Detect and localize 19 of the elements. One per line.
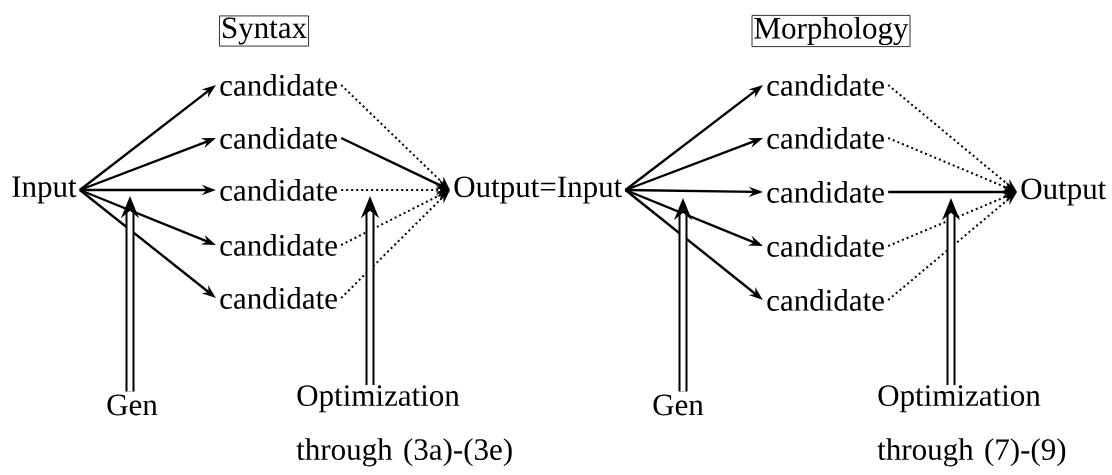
node-label: Optimization through (7)-(9) — [877, 385, 1066, 467]
heading-box: Morphology — [751, 15, 911, 47]
node-label: candidate — [220, 234, 337, 256]
node-label: Input — [12, 176, 77, 204]
node-label: candidate — [767, 181, 884, 203]
node-label: candidate — [220, 127, 337, 149]
node-label: candidate — [767, 74, 884, 96]
node-label: Output=Input — [454, 176, 623, 204]
node-label: candidate — [220, 74, 337, 96]
node-label: candidate — [767, 127, 884, 149]
node-label: candidate — [767, 235, 884, 257]
node-label: Optimization through (3a)-(3e) — [296, 385, 512, 467]
node-label: candidate — [220, 287, 337, 309]
node-label: candidate — [220, 179, 337, 201]
heading-box: Syntax — [219, 15, 309, 47]
node-label: Gen — [653, 394, 704, 416]
node-label: candidate — [767, 289, 884, 311]
node-label: Output — [1021, 178, 1107, 206]
node-label: Gen — [107, 394, 158, 416]
